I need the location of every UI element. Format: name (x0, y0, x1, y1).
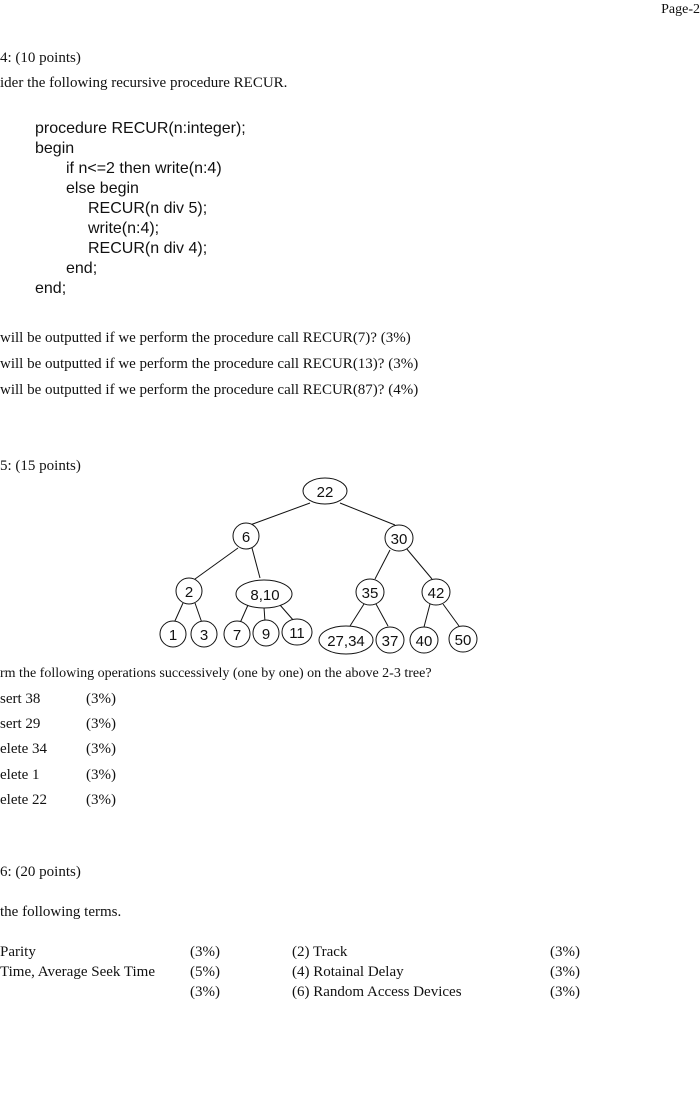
tree-edge (251, 547, 261, 579)
tree-edge (249, 502, 311, 526)
q5-instruction: rm the following operations successively… (0, 666, 432, 681)
tree-node (232, 522, 260, 550)
tree-edge (375, 603, 389, 627)
operation-pct: (3%) (86, 741, 116, 757)
tree-node-root (302, 477, 348, 505)
term-left: Parity (0, 944, 36, 960)
tree-leaf-label: 11 (289, 625, 305, 642)
tree-leaf (409, 626, 439, 654)
tree-node (355, 578, 385, 606)
operation-pct: (3%) (86, 716, 116, 732)
tree-leaf (281, 618, 313, 646)
code-line: end; (66, 260, 98, 277)
tree-leaf-label: 3 (200, 627, 208, 644)
operation-label: elete 34 (0, 741, 48, 757)
operation-label: elete 22 (0, 792, 48, 808)
term-right-pct: (3%) (550, 964, 580, 980)
code-line: begin (35, 140, 75, 157)
operation-pct: (3%) (86, 691, 116, 707)
q4-question-3: will be outputted if we perform the proc… (0, 382, 419, 398)
term-right: (2) Track (292, 944, 348, 960)
code-line: end; (35, 280, 67, 297)
q4-heading: 4: (10 points) (0, 50, 81, 66)
tree-node (175, 577, 203, 605)
tree-node-label: 22 (317, 484, 334, 501)
code-line: RECUR(n div 4); (88, 240, 208, 257)
tree-leaf (159, 620, 187, 648)
tree-leaf-label: 27,34 (327, 633, 365, 650)
operation-label: sert 29 (0, 716, 41, 732)
tree-node (235, 579, 293, 609)
code-line: procedure RECUR(n:integer); (35, 120, 246, 137)
tree-node-label: 42 (428, 585, 445, 602)
term-right: (4) Rotainal Delay (292, 964, 404, 980)
tree-leaf-label: 7 (233, 627, 241, 644)
tree-edge (349, 603, 365, 627)
tree-node-label: 30 (391, 531, 408, 548)
tree-edge (423, 603, 431, 628)
term-left-pct: (3%) (190, 944, 220, 960)
tree-leaf-label: 37 (382, 633, 399, 650)
code-line: write(n:4); (88, 220, 160, 237)
q6-heading: 6: (20 points) (0, 864, 81, 880)
code-line: else begin (66, 180, 139, 197)
tree-node (421, 578, 451, 606)
tree-edge (194, 602, 203, 624)
tree-node-label: 35 (362, 585, 379, 602)
tree-edge (263, 606, 266, 623)
term-right: (6) Random Access Devices (292, 984, 462, 1000)
operation-label: elete 1 (0, 767, 40, 783)
operation-pct: (3%) (86, 792, 116, 808)
tree-leaf-label: 9 (262, 626, 270, 643)
tree-leaf (318, 625, 374, 655)
tree-leaf-label: 50 (455, 632, 472, 649)
tree-leaf (223, 620, 251, 648)
tree-node-label: 8,10 (250, 587, 279, 604)
tree-leaf (448, 625, 478, 653)
tree-edge (194, 547, 239, 580)
tree-leaf (190, 620, 218, 648)
q4-intro: ider the following recursive procedure R… (0, 75, 288, 91)
term-right-pct: (3%) (550, 944, 580, 960)
tree-node-label: 2 (185, 584, 193, 601)
tree-edge (405, 547, 433, 580)
term-left-pct: (3%) (190, 984, 220, 1000)
tree-edge (279, 604, 295, 622)
operation-label: sert 38 (0, 691, 41, 707)
two-three-tree-diagram: 22 6 30 2 8,10 35 42 1 3 7 9 11 27,34 37… (159, 477, 478, 655)
term-left: Time, Average Seek Time (0, 964, 156, 980)
term-left-pct: (5%) (190, 964, 220, 980)
code-line: RECUR(n div 5); (88, 200, 208, 217)
tree-leaf-label: 40 (416, 633, 433, 650)
term-right-pct: (3%) (550, 984, 580, 1000)
tree-leaf (252, 619, 280, 647)
page-number: Page-2 (661, 2, 700, 17)
tree-edge (442, 603, 460, 627)
code-line: if n<=2 then write(n:4) (66, 160, 222, 177)
tree-edge (239, 604, 249, 624)
tree-node (384, 524, 414, 552)
tree-edge (374, 549, 391, 580)
tree-leaf (375, 626, 405, 654)
tree-edge (339, 502, 396, 526)
q5-heading: 5: (15 points) (0, 458, 81, 474)
q4-question-2: will be outputted if we perform the proc… (0, 356, 419, 372)
tree-leaf-label: 1 (169, 627, 177, 644)
q6-intro: the following terms. (0, 904, 122, 920)
tree-edge (173, 602, 184, 624)
operation-pct: (3%) (86, 767, 116, 783)
tree-node-label: 6 (242, 529, 250, 546)
q4-question-1: will be outputted if we perform the proc… (0, 330, 411, 346)
